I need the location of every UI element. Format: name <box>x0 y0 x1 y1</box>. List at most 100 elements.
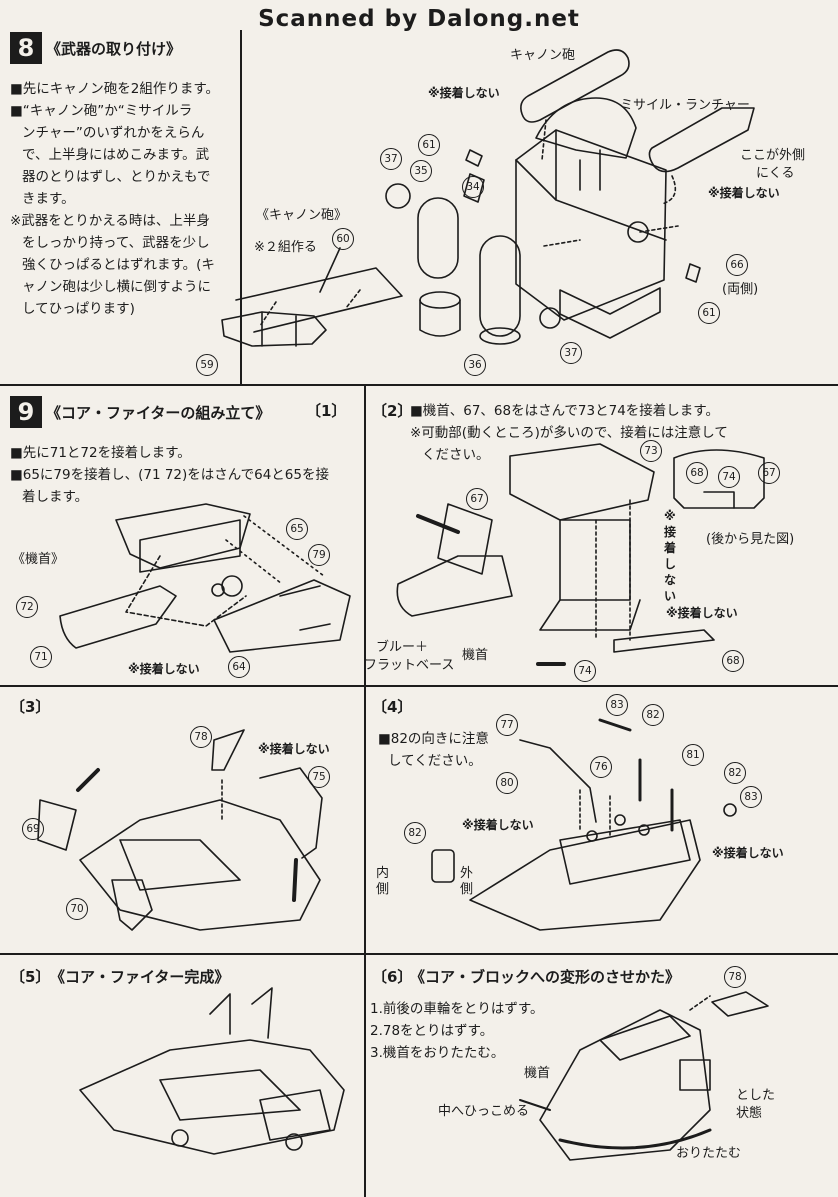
part-number: 80 <box>496 772 518 794</box>
instruction-line: ※武器をとりかえる時は、上半身 <box>10 213 210 229</box>
instruction-line: きます。 <box>22 191 75 207</box>
part-number: 60 <box>332 228 354 250</box>
nose-label: 機首 <box>462 648 489 663</box>
both-sides-label: (両側) <box>722 282 759 297</box>
section-title: 《武器の取り付け》 <box>46 40 182 58</box>
instruction-line: ■先にキャノン砲を2組作ります。 <box>10 81 219 97</box>
outside-label: ここが外側 <box>740 148 806 163</box>
part-number: 81 <box>682 744 704 766</box>
instruction-line: をしっかり持って、武器を少し <box>22 235 210 251</box>
part-number: 67 <box>466 488 488 510</box>
part-number: 67 <box>758 462 780 484</box>
part-number: 61 <box>418 134 440 156</box>
part-number: 73 <box>640 440 662 462</box>
cannon-assembly-title: 《キャノン砲》 <box>256 208 348 223</box>
inside-label: 内側 <box>376 866 390 897</box>
instruction-line: ■65に79を接着し、(71 72)をはさんで64と65を接 <box>10 467 329 483</box>
step-number: 8 <box>10 32 42 64</box>
section-title: 《コア・ファイター完成》 <box>50 968 230 986</box>
caution-arrow <box>416 514 460 534</box>
part-number: 82 <box>642 704 664 726</box>
instruction-line: ■先に71と72を接着します。 <box>10 445 191 461</box>
part-number: 76 <box>590 756 612 778</box>
part-number: 82 <box>724 762 746 784</box>
outside-label-2: にくる <box>756 166 795 181</box>
divider <box>0 384 838 386</box>
part-number: 61 <box>698 302 720 324</box>
cylinder-parts-drawing <box>385 149 701 345</box>
part-number: 79 <box>308 544 330 566</box>
part-number: 65 <box>286 518 308 540</box>
divider <box>0 953 838 955</box>
part-number: 37 <box>560 342 582 364</box>
push-in-label: 中へひっこめる <box>438 1104 530 1119</box>
instruction-line: 1.前後の車輪をとりはずす。 <box>370 1001 544 1017</box>
instruction-line: ※可動部(動くところ)が多いので、接着には注意して <box>410 425 728 441</box>
step-number: 9 <box>10 396 42 428</box>
scan-watermark: Scanned by Dalong.net <box>258 6 580 32</box>
instruction-line: してひっぱります) <box>22 301 135 317</box>
divider <box>364 386 366 685</box>
divider <box>240 30 242 384</box>
cannon-barrel-drawing <box>221 247 403 347</box>
sub-step-number: 〔2〕 <box>372 402 413 420</box>
part-number: 71 <box>30 646 52 668</box>
instruction-line: ンチャー”のいずれかをえらん <box>22 125 205 141</box>
part-number: 78 <box>190 726 212 748</box>
part-number: 66 <box>726 254 748 276</box>
instruction-line: で、上半身にはめこみます。武 <box>22 147 210 163</box>
part-number: 64 <box>228 656 250 678</box>
instruction-line: ■82の向きに注意 <box>378 731 489 747</box>
part-number: 72 <box>16 596 38 618</box>
instruction-line: 着します。 <box>22 489 89 505</box>
no-glue-note: ※接着しない <box>428 86 500 100</box>
instruction-line: ■“キャノン砲”か“ミサイルラ <box>10 103 193 119</box>
sub-step-number: 〔1〕 <box>306 402 347 420</box>
fold-label: おりたたむ <box>676 1146 742 1161</box>
no-glue-note: ※接着しない <box>128 662 200 676</box>
part-number: 36 <box>464 354 486 376</box>
part-number: 74 <box>574 660 596 682</box>
instruction-line: 強くひっぱるとはずれます。(キ <box>22 257 215 273</box>
instruction-line: ■機首、67、68をはさんで73と74を接着します。 <box>410 403 719 419</box>
cannon-label: キャノン砲 <box>510 48 576 63</box>
part-number: 68 <box>722 650 744 672</box>
instruction-line: 3.機首をおりたたむ。 <box>370 1045 505 1061</box>
core-block-transform-drawing <box>519 991 769 1161</box>
removed-state-label: とした <box>736 1088 776 1103</box>
paint-note-2: フラットベース <box>364 658 455 673</box>
sub-step-number: 〔4〕 <box>372 698 413 716</box>
part-number: 35 <box>410 160 432 182</box>
no-glue-note: ※接着しない <box>258 742 330 756</box>
removed-state-label-2: 状態 <box>736 1106 763 1121</box>
no-glue-note: ※接着しない <box>666 606 738 620</box>
part-number: 74 <box>718 466 740 488</box>
part-number: 77 <box>496 714 518 736</box>
cannon-assembly-note: ※２組作る <box>254 240 317 255</box>
part-number: 59 <box>196 354 218 376</box>
section-title: 《コア・ファイターの組み立て》 <box>46 404 271 422</box>
part-number: 37 <box>380 148 402 170</box>
no-glue-note: ※接着しない <box>462 818 534 832</box>
part-number: 75 <box>308 766 330 788</box>
cannon-part-drawing <box>520 49 630 161</box>
part-number: 34 <box>462 176 484 198</box>
no-glue-note: ※接着しない <box>712 846 784 860</box>
sub-step-number: 〔3〕 <box>10 698 51 716</box>
part-number: 78 <box>724 966 746 988</box>
instruction-line: 2.78をとりはずす。 <box>370 1023 494 1039</box>
nose-label: 《機首》 <box>12 552 65 567</box>
outside-label: 外側 <box>460 866 474 897</box>
divider <box>364 687 366 953</box>
sub-step-number: 〔6〕 <box>372 968 413 986</box>
upper-body-drawing <box>515 97 679 339</box>
part-number: 83 <box>606 694 628 716</box>
part-number: 83 <box>740 786 762 808</box>
section-title: 《コア・ブロックへの変形のさせかた》 <box>410 968 681 986</box>
no-glue-vertical: ※接着しない <box>664 509 677 603</box>
paint-note: ブルー＋ <box>376 640 429 655</box>
part-number: 70 <box>66 898 88 920</box>
missile-launcher-label: ミサイル・ランチャー <box>620 98 750 113</box>
instruction-line: 器のとりはずし、とりかえもで <box>22 169 211 185</box>
no-glue-note: ※接着しない <box>708 186 780 200</box>
